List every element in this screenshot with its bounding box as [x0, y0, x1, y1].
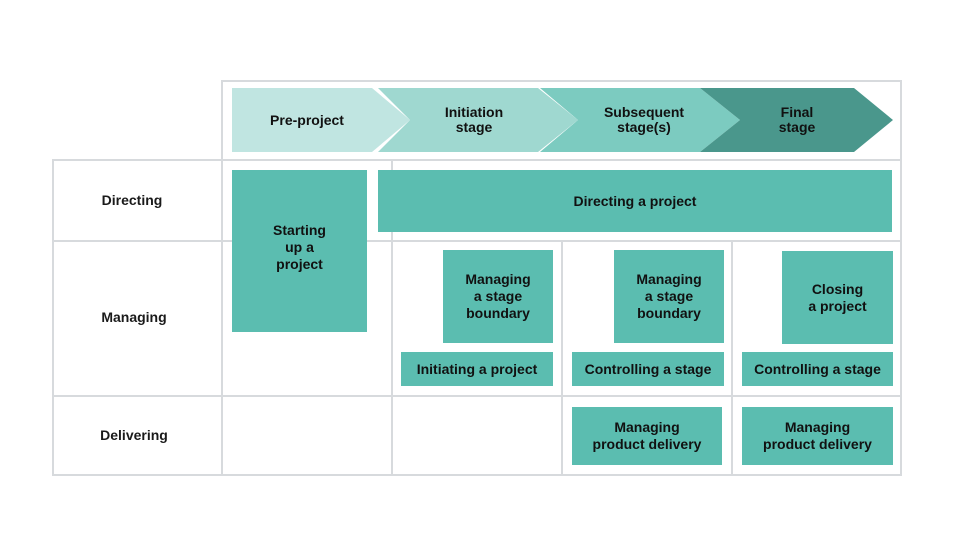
grid-line-top	[222, 80, 902, 82]
grid-line-left	[52, 159, 54, 476]
grid-line-label-divider	[221, 80, 223, 476]
stage-chevron-final	[700, 88, 893, 152]
grid-line-col3	[731, 240, 733, 476]
process-managing-stage-boundary-subsequent: Managing a stage boundary	[614, 250, 724, 343]
row-label-managing: Managing	[101, 309, 167, 325]
stage-chevron-subsequent	[540, 88, 740, 152]
stage-label-pre-project: Pre-project	[270, 111, 344, 128]
process-managing-product-delivery-final: Managing product delivery	[742, 407, 893, 465]
process-closing-a-project: Closing a project	[782, 251, 893, 344]
process-controlling-a-stage-final: Controlling a stage	[742, 352, 893, 386]
process-controlling-a-stage-subsequent: Controlling a stage	[572, 352, 724, 386]
grid-line-bottom	[52, 474, 902, 476]
process-initiating-a-project: Initiating a project	[401, 352, 553, 386]
row-label-delivering: Delivering	[100, 427, 168, 443]
process-starting-up-a-project: Starting up a project	[232, 170, 367, 332]
process-directing-a-project: Directing a project	[378, 170, 892, 232]
stage-label-subsequent: Subsequent stage(s)	[603, 104, 685, 135]
grid-line-col2	[561, 240, 563, 476]
row-label-directing: Directing	[101, 192, 163, 208]
process-managing-product-delivery-subsequent: Managing product delivery	[572, 407, 722, 465]
process-managing-stage-boundary-initiation: Managing a stage boundary	[443, 250, 553, 343]
stage-label-final: Final stage	[778, 104, 816, 135]
grid-line-right	[900, 80, 902, 476]
grid-line-directing-bottom	[52, 240, 902, 242]
grid-line-managing-bottom	[52, 395, 902, 397]
stage-chevron-initiation	[378, 88, 578, 152]
stage-chevron-pre-project	[232, 88, 410, 152]
grid-line-col1	[391, 159, 393, 476]
grid-line-header-bottom	[52, 159, 902, 161]
stage-label-initiation: Initiation stage	[444, 104, 504, 135]
